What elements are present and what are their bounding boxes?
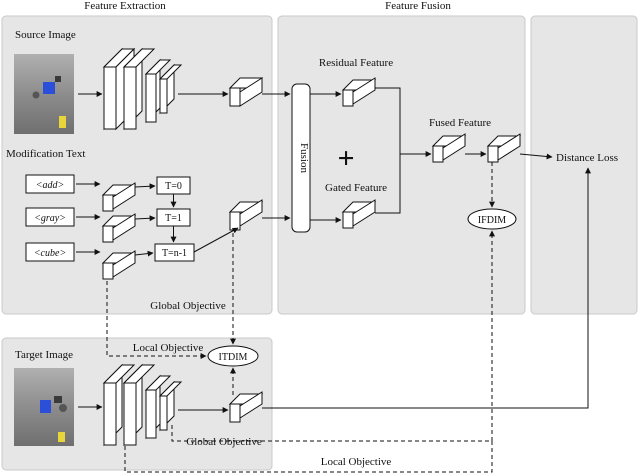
dashed-connections — [106, 162, 495, 473]
target-image-feature — [228, 391, 264, 423]
fused-feature-bar-2 — [486, 133, 522, 163]
local-objective-bottom-label: Local Objective — [321, 456, 392, 468]
target-cnn-stack — [102, 363, 183, 447]
local-objective-top-label: Local Objective — [133, 342, 204, 354]
distance-loss-panel — [530, 15, 638, 315]
word-embedding-gray — [101, 213, 137, 243]
word-embedding-cube — [101, 250, 137, 280]
feature-fusion-panel — [277, 15, 526, 315]
timestep-1: T=1 — [165, 213, 182, 224]
timestep-box-n-1 — [154, 243, 195, 262]
header-feature-fusion: Feature Fusion — [385, 0, 451, 12]
target-image-label: Target Image — [15, 349, 73, 361]
text-feature — [228, 199, 264, 231]
plus-operator: + — [337, 142, 354, 175]
token-gray: <gray> — [34, 213, 66, 224]
gated-feature-bar — [341, 199, 377, 229]
token-cube: <cube> — [34, 248, 66, 259]
word-embedding-add — [101, 182, 137, 212]
distance-loss-label: Distance Loss — [556, 152, 618, 164]
itdim-label: ITDIM — [219, 352, 248, 363]
residual-feature-bar — [341, 77, 377, 107]
global-objective-top-label: Global Objective — [150, 300, 226, 312]
ifdim-label: IFDIM — [478, 215, 506, 226]
timestep-n-1: T=n-1 — [162, 248, 187, 259]
global-objective-bottom-label: Global Objective — [186, 436, 262, 448]
source-image — [14, 54, 74, 134]
source-cnn-stack — [102, 47, 183, 131]
token-add: <add> — [36, 180, 65, 191]
token-box-cube — [25, 242, 75, 262]
ifdim-ellipse — [467, 208, 517, 230]
fused-feature-label: Fused Feature — [429, 117, 491, 129]
fusion-label: Fusion — [298, 143, 310, 173]
target-image — [14, 368, 74, 446]
itdim-ellipse — [207, 345, 259, 367]
source-image-feature — [228, 77, 264, 107]
token-box-add — [25, 174, 75, 194]
fusion-block — [291, 83, 311, 233]
header-feature-extraction: Feature Extraction — [84, 0, 166, 12]
residual-feature-label: Residual Feature — [319, 57, 393, 69]
solid-connections — [76, 87, 591, 413]
timestep-0: T=0 — [165, 181, 182, 192]
gated-feature-label: Gated Feature — [325, 182, 387, 194]
token-box-gray — [25, 207, 75, 227]
modification-text-label: Modification Text — [6, 148, 85, 160]
source-image-label: Source Image — [15, 29, 76, 41]
fused-feature-bar-1 — [431, 133, 467, 163]
